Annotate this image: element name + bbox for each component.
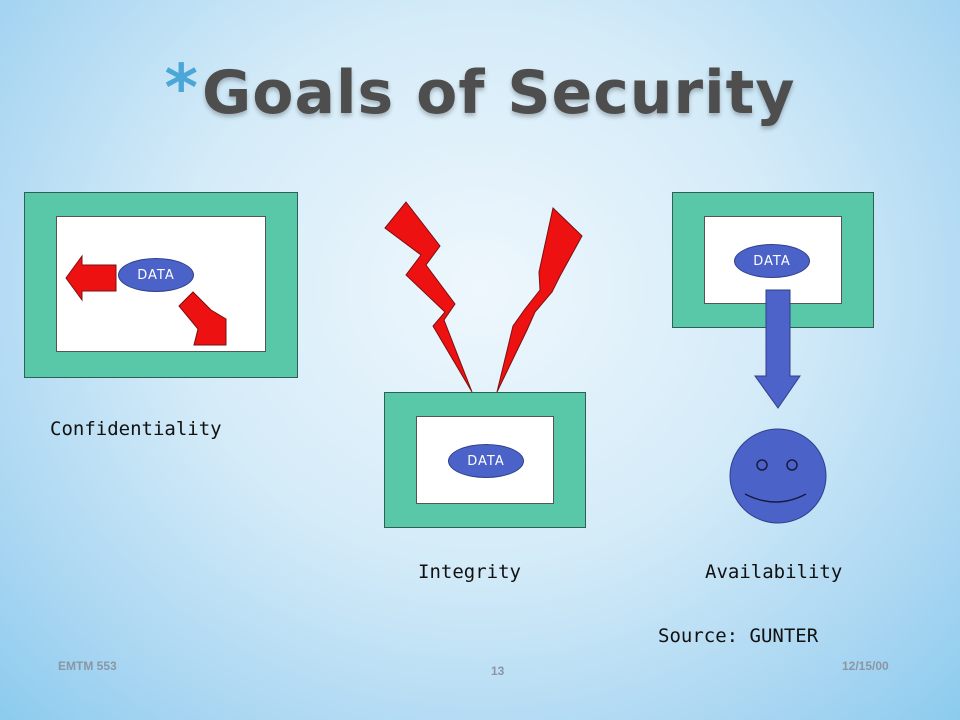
source-label: Source: GUNTER bbox=[658, 625, 819, 647]
down-right-arrow-icon bbox=[178, 291, 227, 346]
availability-data-oval: DATA bbox=[734, 244, 810, 278]
confidentiality-data-oval: DATA bbox=[118, 258, 194, 292]
slide-title: Goals of Security bbox=[201, 58, 796, 128]
confidentiality-label: Confidentiality bbox=[50, 418, 222, 440]
smiley-face-icon bbox=[729, 428, 827, 524]
footer-page-number: 13 bbox=[491, 664, 505, 678]
footer-date: 12/15/00 bbox=[842, 659, 889, 673]
lightning-bolt-icon bbox=[384, 201, 473, 393]
slide-title-container: *Goals of Security bbox=[0, 52, 960, 132]
left-arrow-icon bbox=[65, 254, 117, 302]
footer-left: EMTM 553 bbox=[58, 659, 117, 673]
down-arrow-icon bbox=[754, 289, 801, 409]
availability-label: Availability bbox=[705, 561, 843, 583]
integrity-label: Integrity bbox=[418, 561, 521, 583]
lightning-bolt-icon bbox=[496, 207, 583, 393]
title-bullet-icon: * bbox=[164, 52, 198, 126]
integrity-data-oval: DATA bbox=[448, 444, 524, 478]
